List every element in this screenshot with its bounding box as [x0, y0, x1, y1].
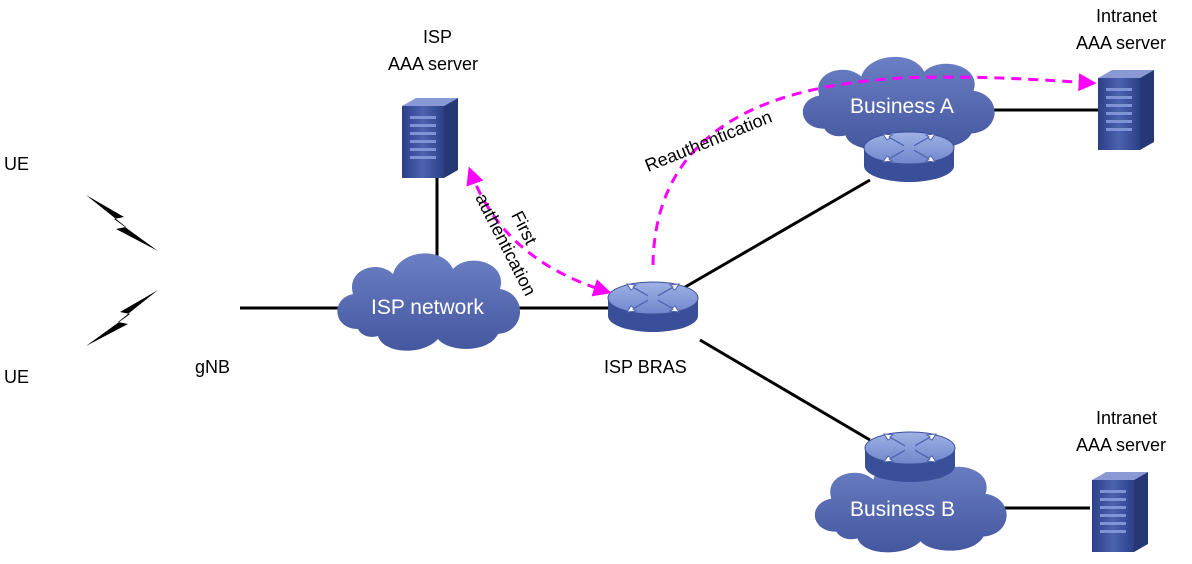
reauthentication-label: Reauthentication — [642, 107, 775, 176]
isp-network-label: ISP network — [371, 296, 484, 319]
business-a-router — [863, 131, 955, 183]
intranet-aaa-a-label-line2: AAA server — [1076, 33, 1166, 53]
wireless-link-top — [86, 195, 158, 251]
gnb-label: gNB — [195, 357, 230, 377]
isp-aaa-label-line2: AAA server — [388, 54, 478, 74]
isp-aaa-server — [402, 98, 458, 178]
intranet-aaa-server-a — [1098, 70, 1154, 150]
server-tower-icon — [402, 98, 458, 178]
business-b-label: Business B — [850, 498, 955, 521]
intranet-aaa-b-label-line1: Intranet — [1096, 408, 1157, 428]
router-icon — [607, 281, 699, 333]
intranet-aaa-server-b — [1092, 472, 1148, 552]
ue-top-label: UE — [4, 154, 29, 174]
intranet-aaa-b-label-line2: AAA server — [1076, 435, 1166, 455]
reauthentication-arrow — [651, 73, 1097, 266]
business-b-router — [864, 431, 956, 483]
link-bras-business-b — [699, 338, 871, 442]
first-authentication-arrow — [466, 166, 612, 297]
intranet-aaa-a-label-line1: Intranet — [1096, 6, 1157, 26]
business-a-label: Business A — [850, 95, 954, 118]
link-bras-business-a — [679, 178, 871, 292]
lightning-bolt-icon — [86, 290, 158, 346]
isp-bras-router — [607, 281, 699, 333]
wireless-link-bottom — [86, 290, 158, 346]
lightning-bolt-icon — [86, 195, 158, 251]
server-tower-icon — [1098, 70, 1154, 150]
router-icon — [864, 431, 956, 483]
isp-bras-label: ISP BRAS — [604, 357, 687, 377]
ue-bottom-label: UE — [4, 367, 29, 387]
isp-aaa-label-line1: ISP — [423, 27, 452, 47]
server-tower-icon — [1092, 472, 1148, 552]
router-icon — [863, 131, 955, 183]
